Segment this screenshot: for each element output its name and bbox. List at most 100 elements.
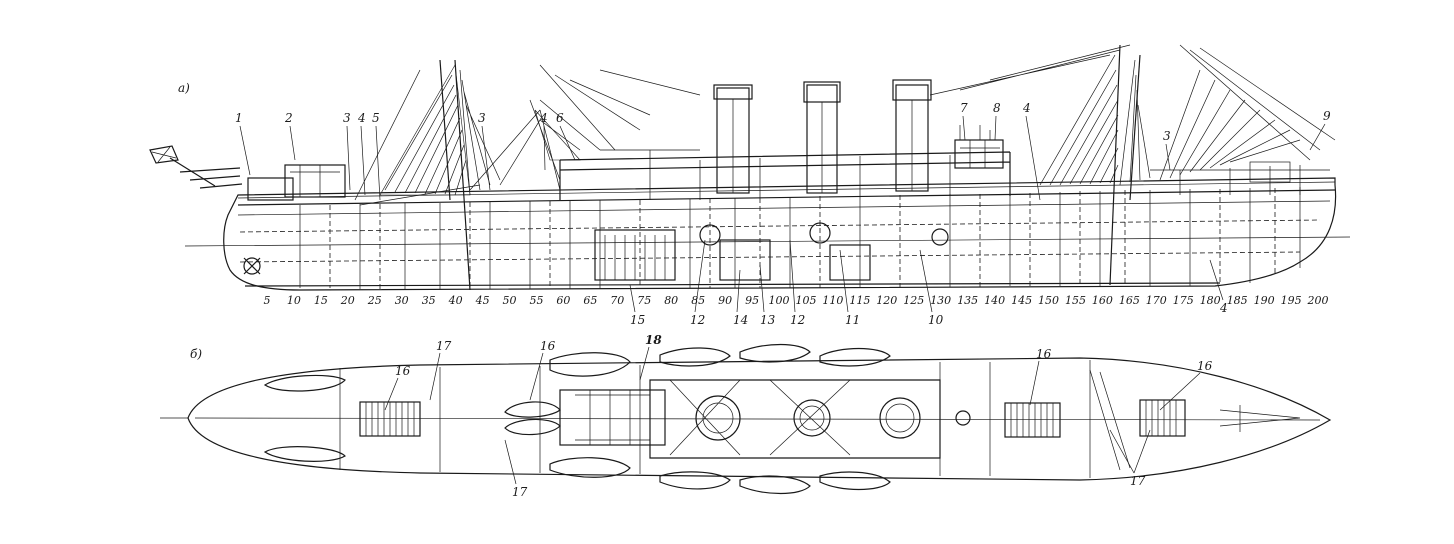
frame-number: 20 — [340, 294, 355, 307]
callout-3b: 3 — [478, 111, 486, 125]
frame-number: 155 — [1065, 294, 1086, 307]
frame-number: 50 — [503, 294, 517, 307]
after-deckhouse — [284, 164, 346, 198]
side-elevation: а) — [149, 44, 1351, 327]
funnel-1-plan — [695, 395, 741, 441]
funnel-2 — [803, 81, 841, 194]
frame-number: 75 — [637, 294, 651, 307]
foremast — [929, 44, 1336, 286]
callout-18: 18 — [645, 333, 662, 347]
callout-16a: 16 — [395, 364, 411, 378]
frame-number: 15 — [314, 294, 328, 307]
callout-4b: 4 — [539, 111, 548, 125]
frame-number: 180 — [1200, 294, 1221, 307]
frame-number: 165 — [1119, 294, 1140, 307]
stern-ensign — [149, 145, 216, 187]
callout-17c: 17 — [1130, 474, 1146, 488]
frame-number: 40 — [448, 294, 463, 307]
frame-number: 185 — [1227, 294, 1248, 307]
callout-1: 1 — [235, 111, 243, 125]
frame-number: 105 — [796, 294, 817, 307]
callout-10: 10 — [928, 313, 944, 327]
engine-room — [594, 222, 949, 281]
callout-4d: 4 — [1219, 301, 1228, 315]
callout-6: 6 — [556, 111, 564, 125]
frame-number: 125 — [903, 294, 924, 307]
callout-12a: 12 — [690, 313, 705, 327]
side-callouts: 1 2 3 4 5 3 4 6 7 8 4 3 9 — [235, 101, 1331, 201]
callout-17b: 17 — [512, 485, 528, 499]
plan-view-label: б) — [190, 347, 202, 361]
callout-3a: 3 — [343, 111, 351, 125]
frame-number: 100 — [769, 294, 790, 307]
side-view-label: а) — [178, 81, 190, 95]
frame-number: 110 — [822, 294, 843, 307]
frame-number: 95 — [745, 294, 759, 307]
callout-13: 13 — [760, 313, 776, 327]
frame-number: 140 — [984, 294, 1005, 307]
hatch-aft — [359, 401, 421, 437]
frame-number: 25 — [367, 294, 382, 307]
callout-11: 11 — [845, 313, 860, 327]
frame-number: 70 — [610, 294, 624, 307]
frame-number: 10 — [287, 294, 301, 307]
frame-number: 145 — [1011, 294, 1032, 307]
boiler-casing — [559, 389, 666, 446]
frame-number: 55 — [530, 294, 544, 307]
callout-5: 5 — [372, 111, 380, 125]
callout-8: 8 — [993, 101, 1001, 115]
frames — [299, 187, 1301, 289]
deck-outline — [187, 357, 1332, 481]
frame-number: 175 — [1173, 294, 1194, 307]
funnel-1 — [713, 84, 753, 194]
frame-number: 170 — [1146, 294, 1167, 307]
callout-4c: 4 — [1022, 101, 1031, 115]
frame-number: 45 — [475, 294, 490, 307]
callout-12b: 12 — [790, 313, 805, 327]
frame-number: 30 — [395, 294, 409, 307]
frame-number: 60 — [556, 294, 570, 307]
frame-number: 65 — [583, 294, 597, 307]
frame-number: 115 — [849, 294, 870, 307]
stern-deckhouse — [247, 177, 294, 201]
frame-number: 200 — [1307, 294, 1329, 307]
bottom-callouts: 15 12 14 13 12 11 10 4 — [629, 239, 1228, 327]
frame-number: 130 — [930, 294, 951, 307]
callout-2: 2 — [284, 111, 293, 125]
lifeboat — [263, 446, 346, 462]
frame-number: 195 — [1281, 294, 1302, 307]
plan-view: б) — [160, 333, 1332, 499]
frame-number: 35 — [422, 294, 436, 307]
callout-17a: 17 — [436, 339, 452, 353]
frame-number: 80 — [664, 294, 678, 307]
callout-14: 14 — [733, 313, 748, 327]
frame-number: 120 — [876, 294, 897, 307]
plan-callouts: 16 17 16 18 16 16 17 17 — [384, 333, 1213, 499]
frame-number: 90 — [718, 294, 732, 307]
frame-number: 160 — [1092, 294, 1113, 307]
mainmast — [354, 59, 561, 291]
callout-16d: 16 — [1197, 359, 1213, 373]
frame-number: 150 — [1038, 294, 1059, 307]
callout-7: 7 — [960, 101, 968, 115]
frame-number: 190 — [1254, 294, 1275, 307]
funnel-3 — [892, 79, 932, 192]
frame-number: 135 — [957, 294, 978, 307]
funnel-2-plan — [793, 399, 831, 437]
callout-16c: 16 — [1036, 347, 1052, 361]
lifeboat — [263, 374, 346, 392]
funnel-3-plan — [879, 397, 921, 439]
frame-number: 5 — [264, 294, 271, 307]
callout-15: 15 — [630, 313, 645, 327]
stern-mast-rig — [499, 64, 701, 186]
frame-number: 85 — [691, 294, 705, 307]
bridge — [954, 139, 1004, 169]
callout-9: 9 — [1323, 109, 1331, 123]
callout-3c: 3 — [1163, 129, 1171, 143]
callout-4a: 4 — [357, 111, 366, 125]
callout-16b: 16 — [540, 339, 556, 353]
frame-number-scale: 5 10 15 20 25 30 35 40 45 50 55 60 65 70 75 80 85 90 95 100… — [264, 294, 1329, 307]
hull-outline — [223, 177, 1337, 291]
